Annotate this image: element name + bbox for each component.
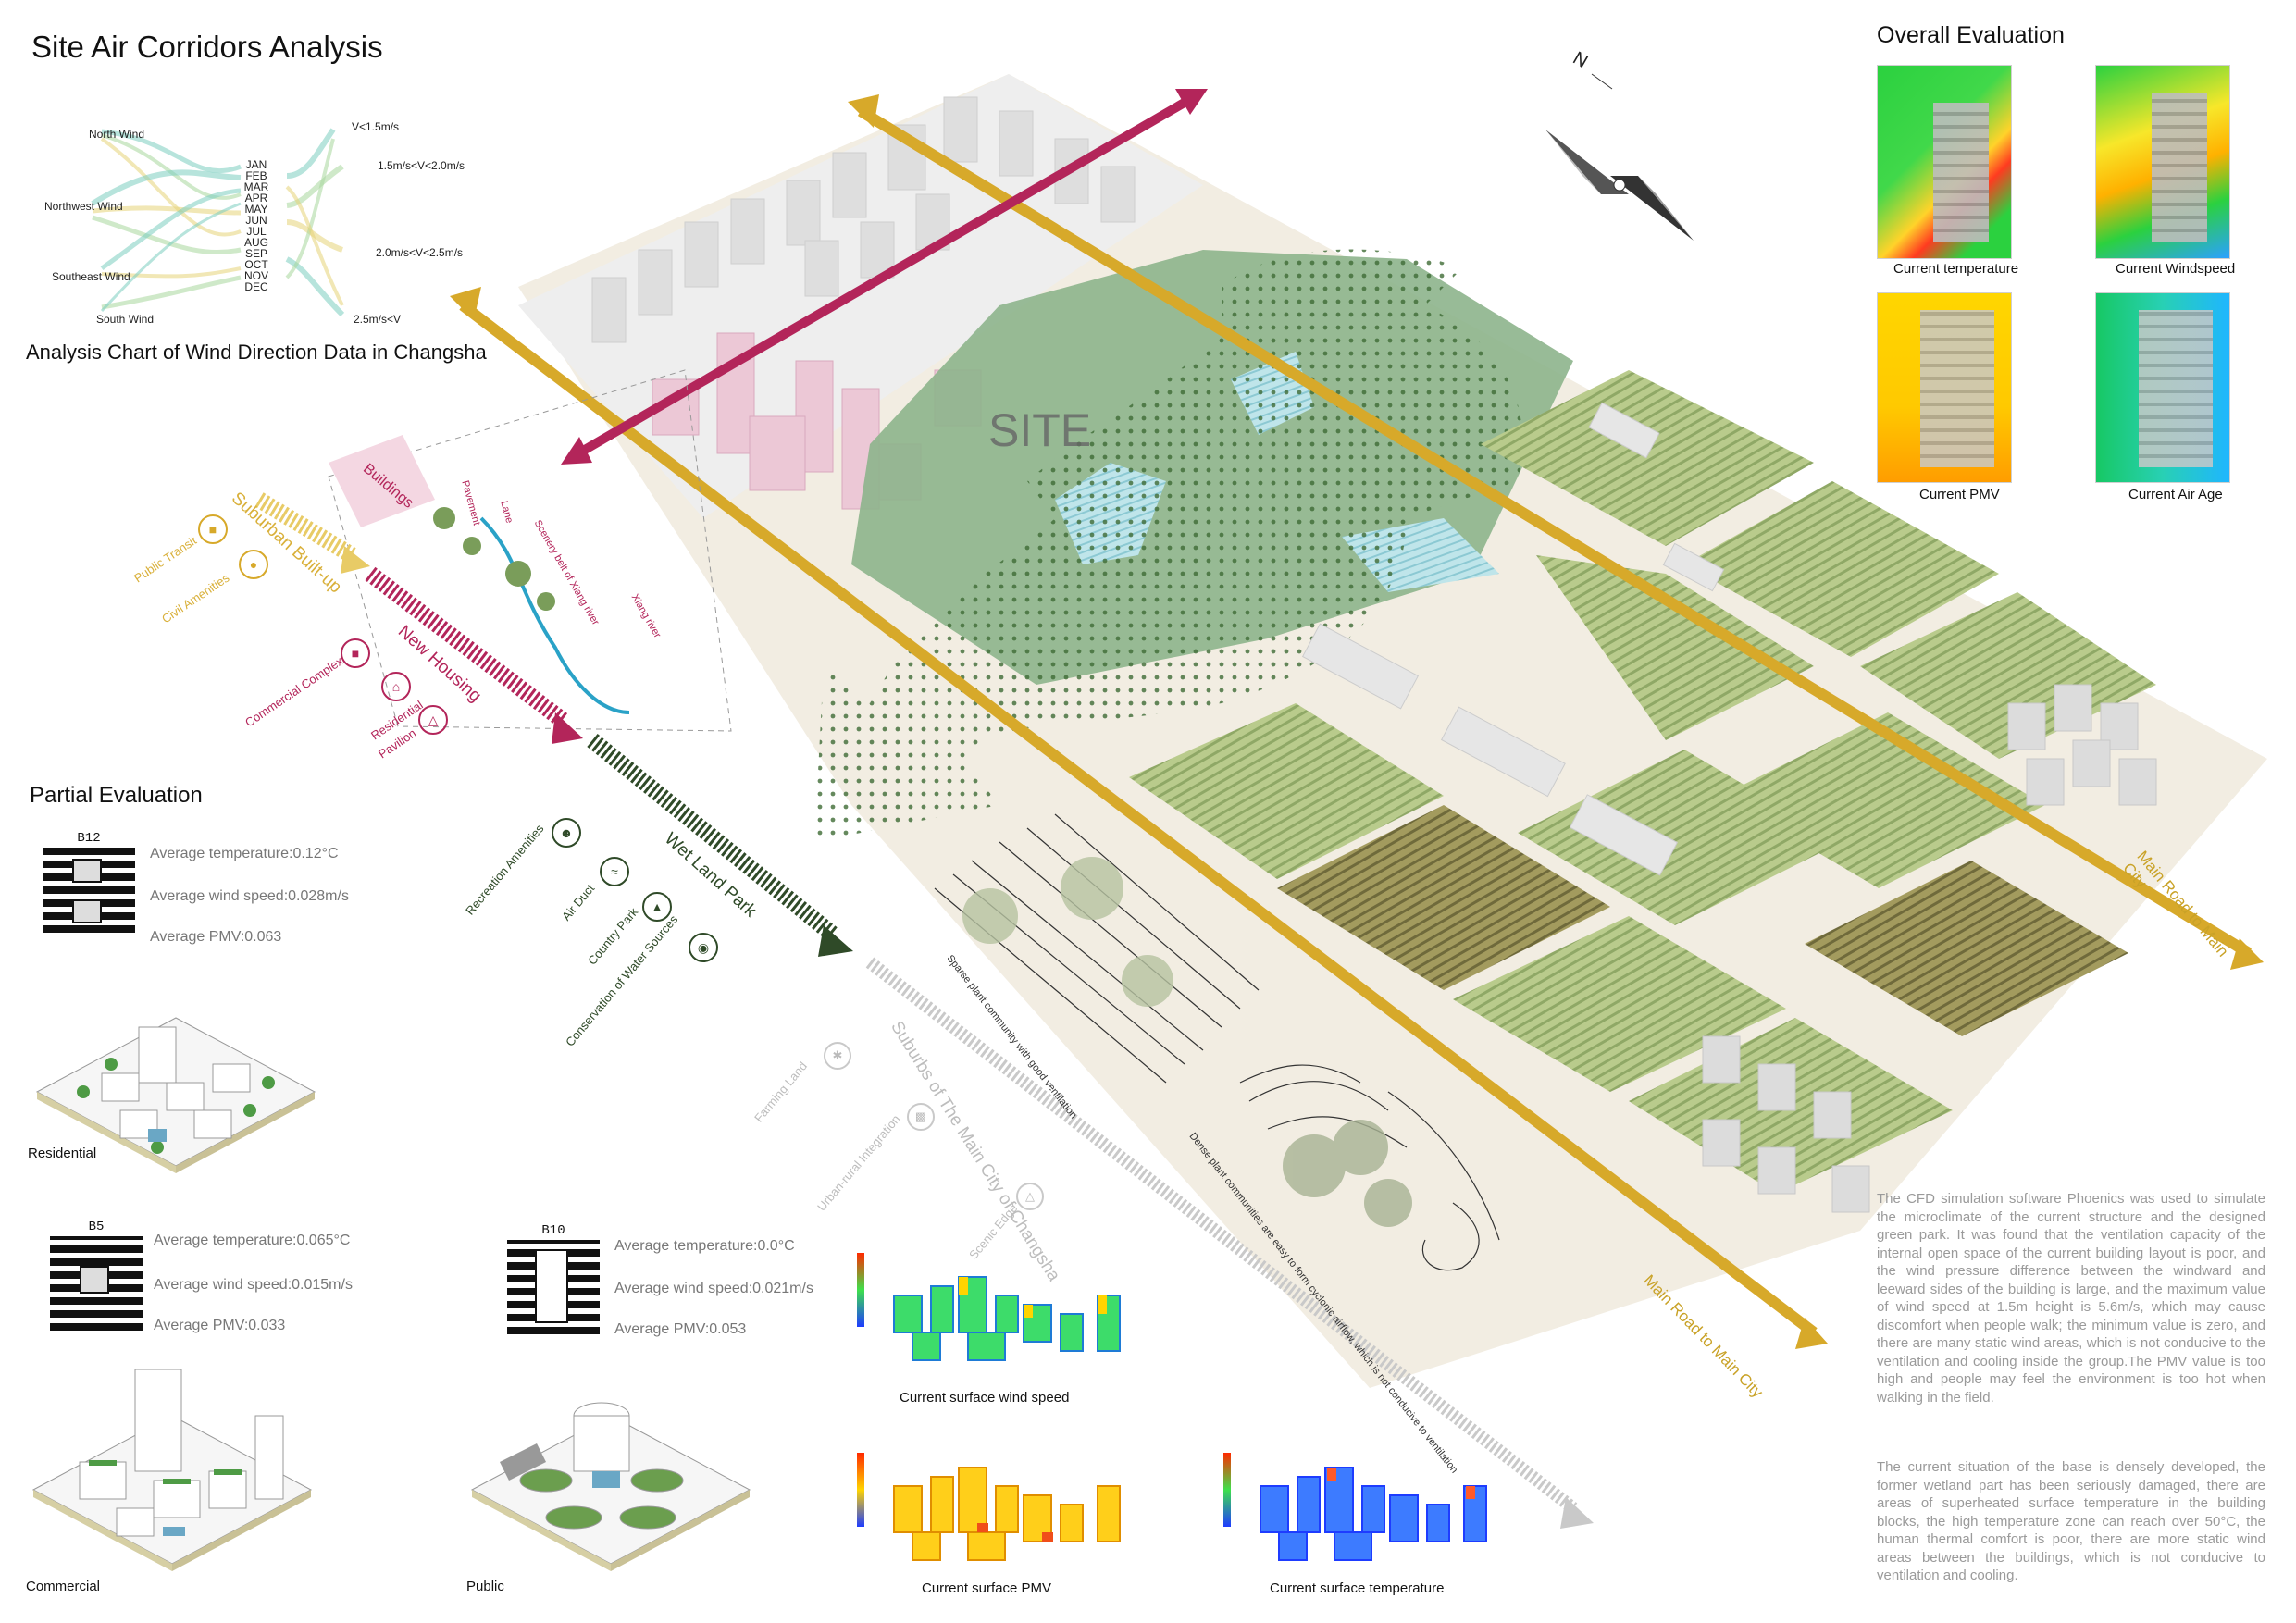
wind-direction-northwest: Northwest Wind: [44, 200, 123, 213]
month-jan: JAN: [245, 158, 267, 171]
block-code-b12: B12: [77, 831, 101, 846]
block-code-b10: B10: [541, 1223, 565, 1238]
surface-temperature-caption: Current surface temperature: [1270, 1580, 1445, 1596]
commercial-iso: [31, 1369, 313, 1571]
pmv-caption: Current PMV: [1919, 487, 2000, 502]
speed-band-1: V<1.5m/s: [352, 120, 400, 133]
wind-chart: North Wind Northwest Wind Southeast Wind…: [37, 102, 518, 333]
surface-pmv-map: [857, 1453, 1121, 1561]
residential-iso: [35, 1017, 316, 1173]
b12-temperature: Average temperature:0.12°C: [150, 846, 339, 861]
cfd-paragraph: The CFD simulation software Phoenics was…: [1877, 1191, 2265, 1406]
air-age-map: [2095, 292, 2230, 483]
commercial-label: Commercial: [26, 1579, 101, 1594]
farm-buildings: [1301, 402, 1725, 876]
site-status-paragraph: The current situation of the base is den…: [1877, 1459, 2265, 1583]
month-nov: NOV: [243, 269, 268, 282]
sketch-dense: [1239, 1064, 1500, 1271]
air-flow-zone: [814, 249, 1523, 842]
section-river: [479, 516, 630, 714]
amenities-icon: ●: [239, 550, 268, 579]
b5-pmv: Average PMV:0.033: [154, 1318, 286, 1333]
block-diagram-b12: B12: [43, 831, 135, 935]
air-age-caption: Current Air Age: [2128, 487, 2223, 502]
b12-wind-speed: Average wind speed:0.028m/s: [150, 888, 349, 904]
wind-direction-south: South Wind: [96, 313, 155, 326]
month-dec: DEC: [244, 280, 268, 293]
wind-chart-caption: Analysis Chart of Wind Direction Data in…: [26, 341, 487, 364]
block-diagram-b10: B10: [507, 1223, 600, 1336]
b5-wind-speed: Average wind speed:0.015m/s: [154, 1277, 353, 1293]
commercial-icon: ■: [341, 638, 370, 668]
temperature-map: [1877, 65, 2012, 259]
residential-icon: ⌂: [381, 672, 411, 701]
surface-pmv-caption: Current surface PMV: [922, 1580, 1052, 1596]
pmv-map: [1877, 292, 2012, 483]
compass-icon: [1545, 130, 1694, 241]
section-trees: [433, 507, 555, 611]
section-buildings-block: [329, 435, 435, 527]
wind-direction-north: North Wind: [89, 128, 145, 141]
public-iso: [470, 1402, 751, 1571]
month-oct: OCT: [244, 258, 268, 271]
pmv-map-blocks: [1920, 310, 1994, 467]
housing-arrow: [365, 566, 570, 729]
month-jun: JUN: [245, 214, 267, 227]
public-label: Public: [466, 1579, 504, 1594]
month-jul: JUL: [246, 225, 267, 238]
month-sep: SEP: [244, 247, 267, 260]
wind-chart-ribbons: [91, 128, 345, 317]
block-code-b5: B5: [88, 1220, 105, 1234]
pavilion-icon: △: [418, 705, 448, 735]
recreation-icon: ☻: [552, 818, 581, 848]
b12-pmv: Average PMV:0.063: [150, 929, 282, 945]
month-aug: AUG: [243, 236, 268, 249]
integration-icon: ▩: [907, 1103, 935, 1131]
b5-temperature: Average temperature:0.065°C: [154, 1233, 351, 1248]
b10-pmv: Average PMV:0.053: [614, 1321, 747, 1337]
temperature-caption: Current temperature: [1893, 261, 2019, 277]
wind-direction-southeast: Southeast Wind: [52, 270, 130, 283]
residential-label: Residential: [28, 1146, 97, 1161]
surface-temperature-map: [1223, 1453, 1487, 1561]
b10-temperature: Average temperature:0.0°C: [614, 1238, 795, 1254]
red-corridor-arrow: [561, 89, 1208, 465]
windspeed-map-blocks: [2152, 93, 2207, 242]
month-may: MAY: [244, 203, 268, 216]
site-label: SITE: [988, 404, 1091, 456]
month-mar: MAR: [243, 180, 269, 193]
month-apr: APR: [244, 192, 268, 204]
bus-icon: ■: [198, 514, 228, 544]
section-frame: [328, 369, 732, 732]
partial-title: Partial Evaluation: [30, 783, 203, 808]
wetland-arrow: [587, 733, 838, 942]
temperature-map-blocks: [1933, 103, 1989, 242]
suburbs-arrow: [865, 957, 1578, 1514]
speed-band-4: 2.5m/s<V: [354, 313, 402, 326]
page-title: Site Air Corridors Analysis: [31, 30, 383, 64]
month-list: JAN FEB MAR APR MAY JUN JUL AUG SEP OCT …: [233, 159, 279, 292]
speed-band-3: 2.0m/s<V<2.5m/s: [376, 246, 464, 259]
surface-wind-map: [857, 1253, 1121, 1361]
air-age-map-blocks: [2139, 310, 2213, 467]
water-icon: ◉: [689, 933, 718, 962]
sketch-dense-trees: [1283, 1120, 1412, 1227]
air-duct-icon: ≈: [600, 857, 629, 886]
park-icon: ▲: [642, 892, 672, 922]
suburban-arrow: [254, 492, 356, 563]
windspeed-caption: Current Windspeed: [2116, 261, 2236, 277]
block-diagram-b5: B5: [50, 1220, 143, 1332]
overall-title: Overall Evaluation: [1877, 22, 2065, 48]
main-road-arrows: [450, 94, 2264, 1349]
sketch-sparse-trees: [962, 857, 1173, 1007]
b10-wind-speed: Average wind speed:0.021m/s: [614, 1281, 813, 1296]
east-residential: [1702, 684, 2157, 1213]
windspeed-map: [2095, 65, 2230, 259]
month-feb: FEB: [245, 169, 267, 182]
farming-icon: ✱: [824, 1042, 851, 1070]
speed-band-2: 1.5m/s<V<2.0m/s: [378, 159, 465, 172]
scenic-icon: △: [1016, 1183, 1044, 1210]
surface-wind-caption: Current surface wind speed: [900, 1390, 1070, 1406]
